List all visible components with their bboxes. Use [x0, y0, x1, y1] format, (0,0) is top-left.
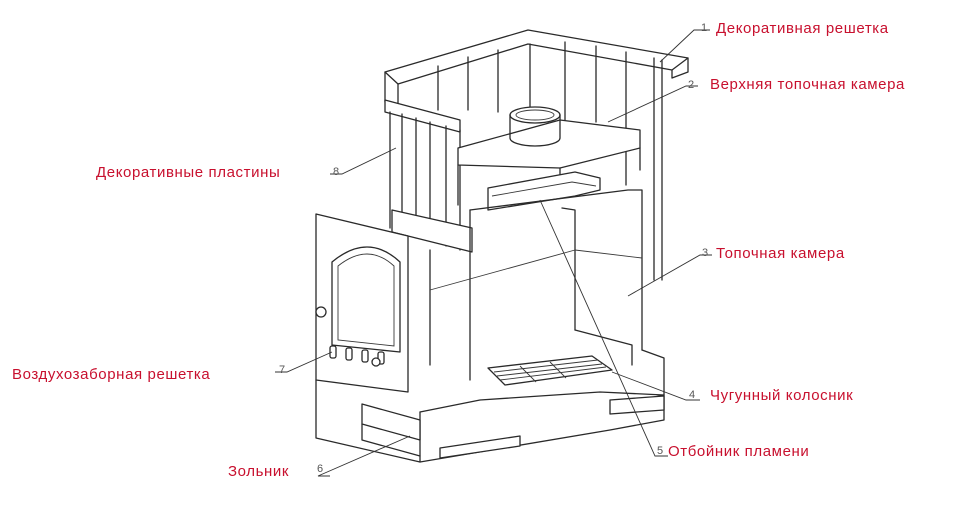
upper-firebox: [457, 106, 641, 211]
callout-number-5: 5: [657, 445, 664, 457]
label-decorative-grille: Декоративная решетка: [716, 20, 889, 37]
label-ash-pan: Зольник: [228, 463, 290, 480]
label-firebox: Топочная камера: [716, 245, 845, 262]
callout-number-4: 4: [689, 389, 696, 401]
decorative-plates: [384, 99, 473, 253]
leader-lines: [275, 29, 712, 477]
cast-iron-grate: [487, 355, 613, 386]
callout-number-7: 7: [279, 364, 286, 376]
callout-number-2: 2: [688, 79, 695, 91]
callout-number-8: 8: [333, 166, 340, 178]
label-flame-deflector: Отбойник пламени: [668, 443, 810, 460]
label-cast-iron-grate: Чугунный колосник: [710, 387, 854, 404]
label-decorative-plates: Декоративные пластины: [96, 164, 281, 181]
label-air-intake-grille: Воздухозаборная решетка: [12, 366, 211, 383]
callout-number-1: 1: [701, 22, 708, 34]
label-upper-firebox: Верхняя топочная камера: [710, 76, 906, 93]
base: [315, 379, 665, 463]
firebox-door: [315, 213, 409, 393]
callout-number-6: 6: [317, 463, 324, 475]
callout-number-3: 3: [702, 247, 709, 259]
